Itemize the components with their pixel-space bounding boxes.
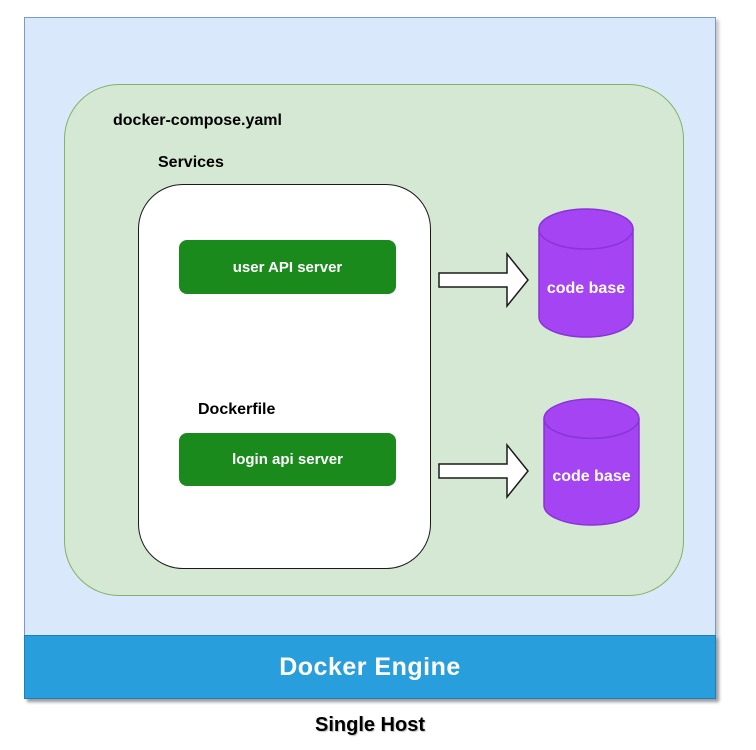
codebase-cylinder: code base	[543, 398, 640, 526]
codebase-label: code base	[546, 279, 626, 297]
arrow-right-icon	[438, 442, 530, 500]
service-login-api-server: login api server	[179, 433, 396, 486]
service-user-api-server: user API server	[179, 240, 396, 294]
single-host-box: docker-compose.yaml Services user API se…	[24, 17, 716, 699]
codebase-label: code base	[552, 468, 631, 486]
docker-compose-label: docker-compose.yaml	[113, 112, 282, 129]
single-host-label: Single Host	[314, 714, 425, 736]
database-cylinder-icon	[543, 398, 640, 526]
docker-engine-bar: Docker Engine	[24, 635, 716, 699]
database-cylinder-icon	[538, 208, 634, 338]
services-label: Services	[158, 154, 224, 171]
codebase-cylinder: code base	[538, 208, 634, 338]
arrow-right-icon	[438, 251, 530, 309]
dockerfile-label: Dockerfile	[198, 401, 276, 418]
